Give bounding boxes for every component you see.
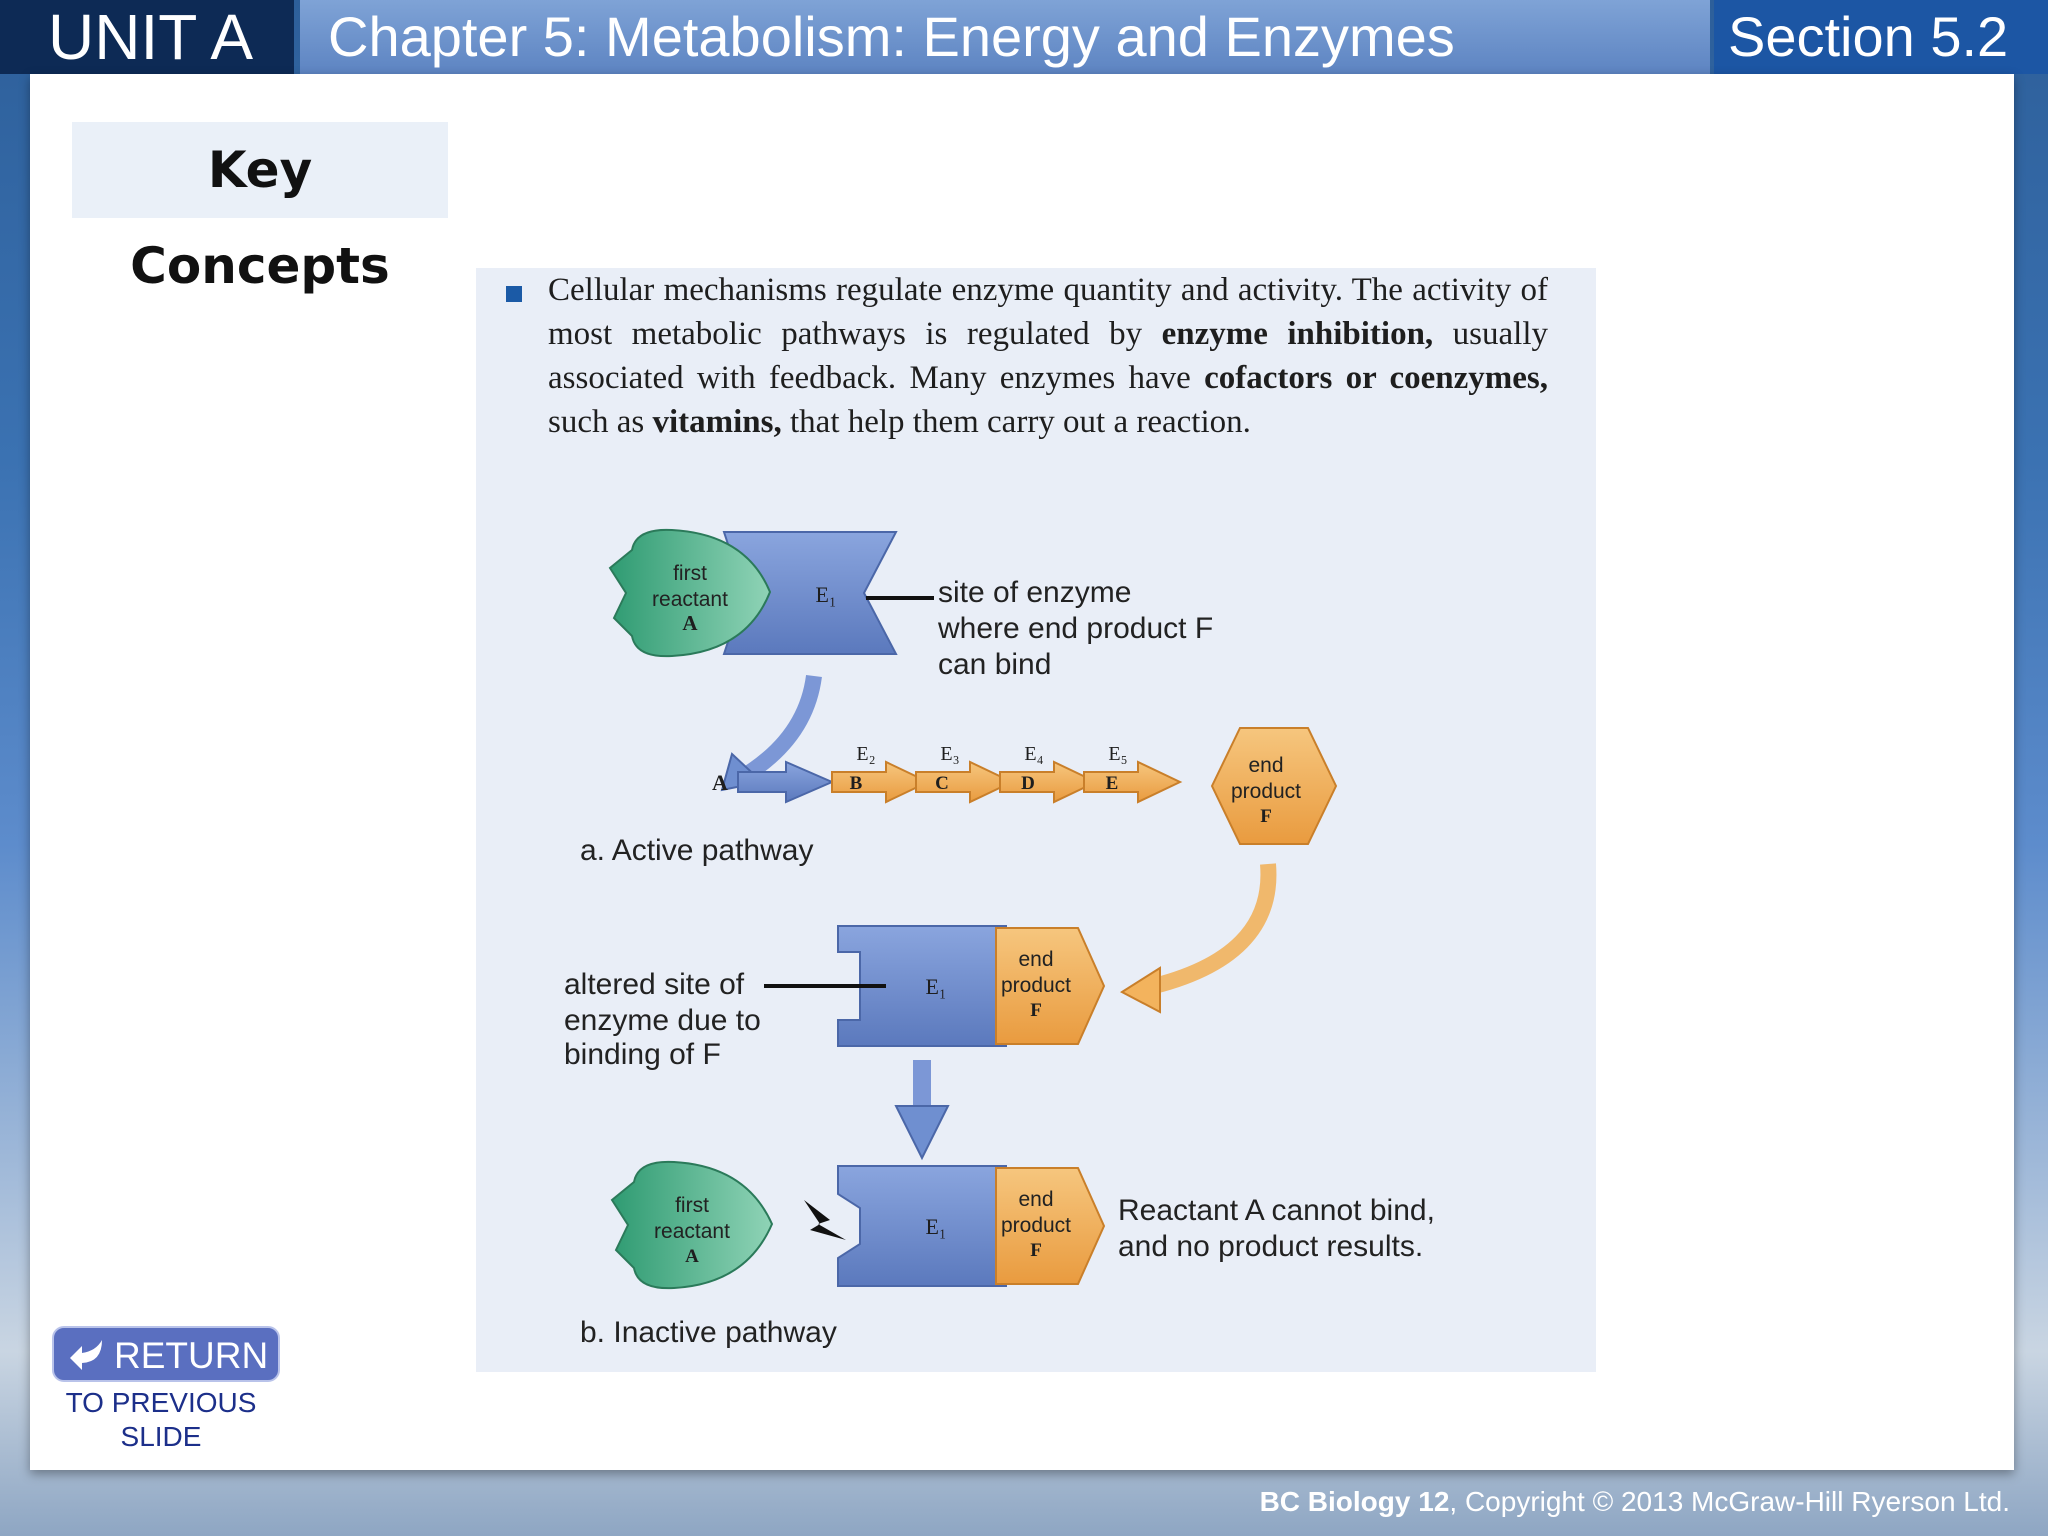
enzyme-e1-label: E₁	[815, 582, 836, 607]
altered-enzyme-e1: E₁ end product F	[837, 925, 1106, 1047]
return-sub-label[interactable]: TO PREVIOUS SLIDE	[52, 1386, 270, 1454]
intermediate-e: E	[1106, 773, 1119, 794]
end-product-line3: F	[1260, 806, 1272, 827]
bullet-square-icon	[506, 286, 522, 302]
para-text-3: such as	[548, 404, 653, 440]
enzyme-e1-with-reactant: first reactant A E₁	[608, 528, 898, 658]
intermediate-b: B	[850, 773, 863, 794]
feedback-arrowhead-icon	[1120, 966, 1161, 1014]
first-reactant-line2: reactant	[652, 588, 728, 611]
inactive-enzyme-e1-label: E₁	[925, 1214, 946, 1239]
inactive-enzyme-e1: E₁ end product F	[837, 1165, 1106, 1287]
inactive-product-line2: product	[1001, 1214, 1071, 1237]
section-label: Section 5.2	[1714, 0, 2048, 74]
para-bold-enzyme-inhibition: enzyme inhibition,	[1161, 316, 1434, 352]
arrow-e-icon	[1083, 760, 1183, 804]
curved-feedback-arrow-icon	[1144, 863, 1277, 996]
bound-product-line3: F	[1030, 1000, 1042, 1021]
end-product-f-hexagon: end product F	[1210, 727, 1338, 845]
return-button[interactable]: RETURN	[52, 1326, 280, 1382]
return-sub-line2: SLIDE	[120, 1421, 202, 1452]
curved-down-arrow-icon	[739, 674, 822, 783]
bound-product-line1: end	[1018, 948, 1053, 971]
inactive-reactant: first reactant A	[610, 1160, 774, 1290]
bound-product-line2: product	[1001, 974, 1071, 997]
para-bold-cofactors: cofactors or coenzymes,	[1204, 360, 1548, 396]
cannot-bind-line2: and no product results.	[1118, 1230, 1423, 1263]
inactive-product-line1: end	[1018, 1188, 1053, 1211]
enzyme-e5-label: E₅	[1108, 743, 1127, 765]
arrow-c-icon	[915, 760, 1015, 804]
end-product-line1: end	[1248, 754, 1283, 777]
para-text-4: that help them carry out a reaction.	[781, 404, 1251, 440]
inactive-pathway-caption: b. Inactive pathway	[580, 1316, 837, 1349]
slide-header: UNIT A Chapter 5: Metabolism: Energy and…	[0, 0, 2048, 74]
site-label-line3: can bind	[938, 648, 1051, 681]
para-bold-vitamins: vitamins,	[652, 404, 782, 440]
altered-enzyme-e1-label: E₁	[925, 974, 946, 999]
inactive-product-line3: F	[1030, 1240, 1042, 1261]
copyright-title: BC Biology 12	[1259, 1486, 1450, 1517]
first-reactant-line1: first	[673, 562, 707, 585]
inactive-reactant-line2: reactant	[654, 1220, 730, 1243]
para-text-2: usually associated with feedback. Many e…	[548, 316, 1548, 396]
concept-paragraph: Cellular mechanisms regulate enzyme quan…	[548, 268, 1548, 444]
active-pathway-caption: a. Active pathway	[580, 834, 813, 867]
arrow-b-icon	[831, 760, 931, 804]
altered-label-line2: enzyme due to	[564, 1004, 761, 1037]
site-label-line1: site of enzyme	[938, 576, 1131, 609]
down-arrowhead-icon	[894, 1105, 950, 1161]
pathway-start-a: A	[712, 770, 728, 795]
first-reactant-line3: A	[682, 611, 698, 635]
concept-figure: Cellular mechanisms regulate enzyme quan…	[476, 268, 1596, 1372]
enzyme-e4-label: E₄	[1024, 743, 1043, 765]
arrow-blue-icon	[737, 760, 835, 804]
altered-label-line3: binding of F	[564, 1038, 721, 1071]
arrow-d-icon	[999, 760, 1099, 804]
intermediate-c: C	[935, 773, 949, 794]
feedback-inhibition-diagram: first reactant A E₁ site of enzyme where…	[564, 528, 1435, 1349]
copyright-footer: BC Biology 12, Copyright © 2013 McGraw-H…	[1260, 1484, 2010, 1520]
return-arrow-icon	[70, 1340, 102, 1370]
enzyme-e2-label: E₂	[856, 743, 875, 765]
enzyme-e3-label: E₃	[940, 743, 959, 765]
key-concepts-title: Key Concepts	[72, 122, 448, 295]
blocked-arrow-icon	[804, 1200, 846, 1240]
return-sub-line1: TO PREVIOUS	[65, 1387, 257, 1418]
unit-label: UNIT A	[0, 0, 294, 74]
altered-label-line1: altered site of	[564, 968, 745, 1001]
cannot-bind-line1: Reactant A cannot bind,	[1118, 1194, 1435, 1227]
return-label: RETURN	[114, 1335, 269, 1376]
inactive-reactant-line3: A	[685, 1246, 699, 1267]
para-text-1: Cellular mechanisms regulate enzyme quan…	[548, 272, 1548, 352]
inactive-reactant-line1: first	[675, 1194, 709, 1217]
copyright-rest: , Copyright © 2013 McGraw-Hill Ryerson L…	[1449, 1486, 2010, 1517]
intermediate-d: D	[1021, 773, 1035, 794]
chapter-title: Chapter 5: Metabolism: Energy and Enzyme…	[300, 0, 1710, 74]
site-label-line2: where end product F	[937, 612, 1213, 645]
end-product-line2: product	[1231, 780, 1301, 803]
